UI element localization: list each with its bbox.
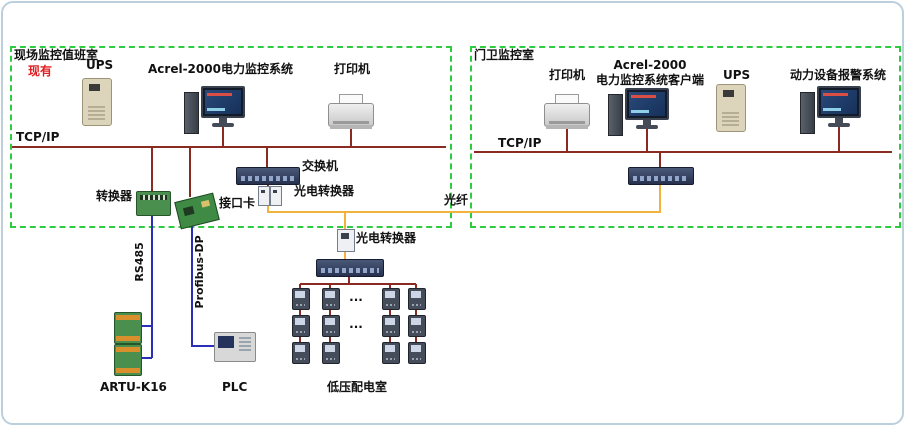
printer-label-left: 打印机 (334, 62, 371, 76)
fiber-converter-left-b (270, 186, 282, 206)
ethernet-switch-middle (316, 259, 384, 277)
client-system-label: Acrel-2000 电力监控系统客户端 (592, 58, 708, 88)
power-meter (292, 315, 310, 337)
fiber-converter-left-a (258, 186, 270, 206)
plc-device (214, 332, 256, 362)
artu-module-1 (114, 312, 142, 344)
printer-foot (546, 125, 588, 129)
power-meter (408, 288, 426, 310)
rs485-label: RS485 (133, 242, 147, 282)
profibus-label: Profibus-DP (193, 235, 207, 309)
power-meter (382, 342, 400, 364)
switch-label-left: 交换机 (302, 159, 339, 173)
pc-screen (205, 90, 241, 114)
left-room-title: 现场监控值班室 (14, 48, 99, 62)
lv-distribution-room-label: 低压配电室 (327, 380, 388, 394)
pc-stand (835, 118, 843, 123)
pc-screen (629, 92, 665, 116)
pc-base (636, 125, 658, 129)
alarm-system-label: 动力设备报警系统 (790, 68, 887, 82)
pc-monitor (201, 86, 245, 118)
power-meter (292, 342, 310, 364)
printer-foot (330, 125, 372, 129)
pc-tower (184, 92, 199, 134)
system-label: Acrel-2000电力监控系统 (148, 62, 293, 76)
fiber-converter-middle (337, 229, 355, 252)
printer-device-left (328, 94, 374, 132)
ups-label-right: UPS (723, 68, 751, 82)
printer-slot (333, 121, 369, 124)
power-meter (322, 288, 340, 310)
power-meter (408, 342, 426, 364)
interface-card-label: 接口卡 (219, 196, 256, 210)
artu-label: ARTU-K16 (100, 380, 167, 394)
artu-module-2 (114, 344, 142, 376)
meters-ellipsis-row1: ... (349, 290, 363, 304)
pc-monitor (817, 86, 861, 118)
pc-tower (800, 92, 815, 134)
printer-slot (549, 121, 585, 124)
power-meter (322, 342, 340, 364)
converter-label: 转换器 (96, 189, 133, 203)
client-system-label-line1: Acrel-2000 (613, 58, 687, 72)
tcpip-label-left: TCP/IP (16, 130, 60, 144)
tcpip-label-right: TCP/IP (498, 136, 542, 150)
left-room-box (10, 46, 452, 228)
power-meter (322, 315, 340, 337)
converter-device (136, 191, 171, 216)
pc-base (212, 123, 234, 127)
pc-screen (821, 90, 857, 114)
printer-device-right (544, 94, 590, 132)
optical-converter-label-middle: 光电转换器 (356, 231, 417, 245)
plc-label: PLC (222, 380, 248, 394)
ups-label-left: UPS (86, 58, 114, 72)
power-meter (382, 288, 400, 310)
ups-device-right (716, 84, 746, 132)
alarm-system-workstation (800, 86, 862, 134)
pc-monitor (625, 88, 669, 120)
optical-converter-label-left: 光电转换器 (294, 184, 355, 198)
ethernet-switch-right (628, 167, 694, 185)
ethernet-switch-left (236, 167, 300, 185)
printer-label-right: 打印机 (549, 68, 586, 82)
ups-device-left (82, 78, 112, 126)
pc-stand (643, 120, 651, 125)
monitoring-workstation (184, 86, 246, 134)
pc-stand (219, 118, 227, 123)
pc-base (828, 123, 850, 127)
client-workstation (608, 88, 670, 136)
pc-tower (608, 94, 623, 136)
right-room-title: 门卫监控室 (474, 48, 535, 62)
power-meter (408, 315, 426, 337)
fiber-label: 光纤 (444, 193, 469, 207)
status-existing-label: 现有 (28, 64, 53, 78)
meters-ellipsis-row2: ... (349, 317, 363, 331)
power-meter (292, 288, 310, 310)
right-room-box (470, 46, 901, 228)
power-meter (382, 315, 400, 337)
client-system-label-line2: 电力监控系统客户端 (595, 73, 704, 87)
